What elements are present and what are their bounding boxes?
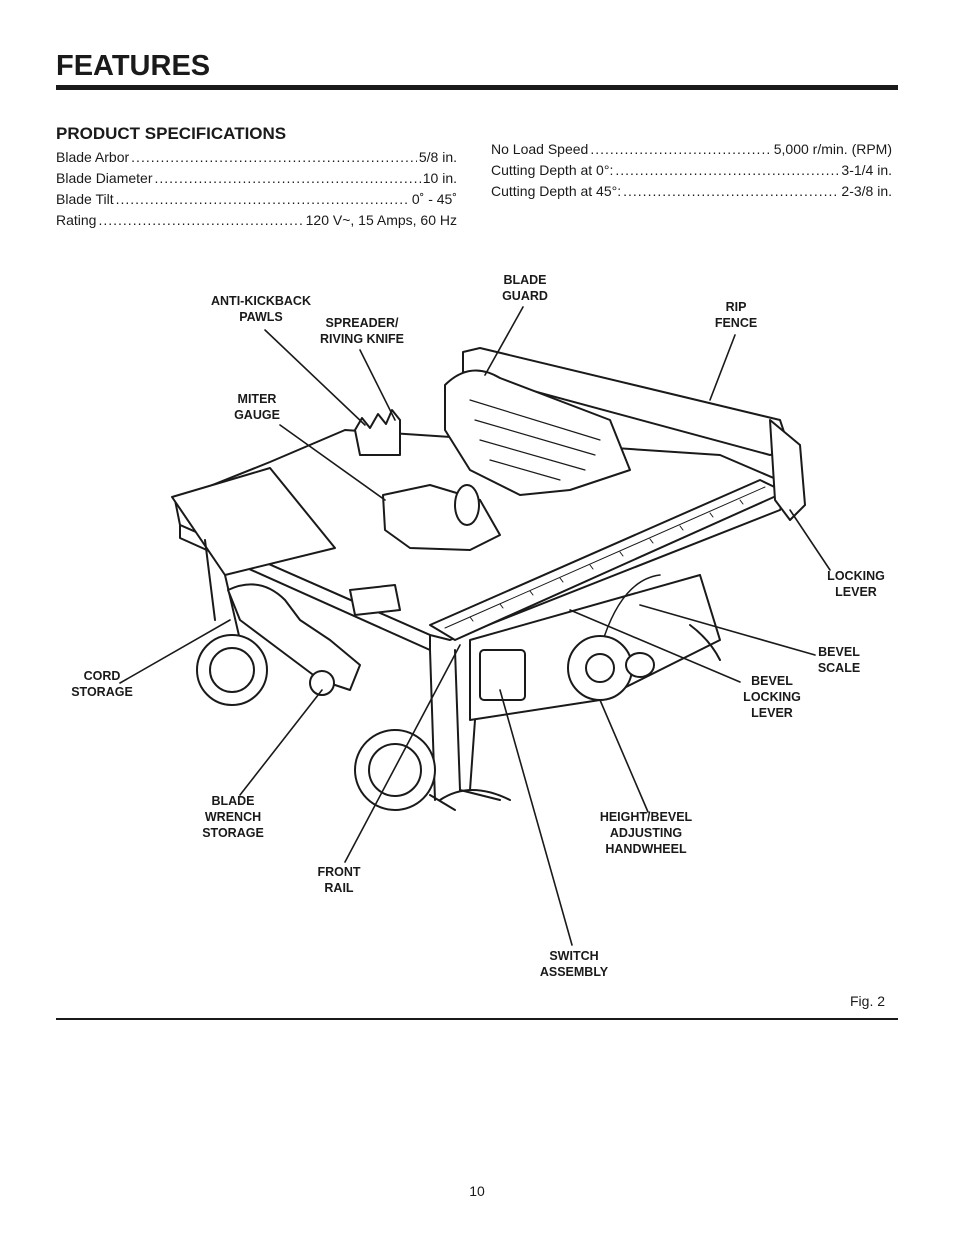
spec-row: Rating 120 V~, 15 Amps, 60 Hz [56,212,457,233]
callout-spreader-riving-knife: SPREADER/ RIVING KNIFE [319,316,405,346]
leader-locking-lever [789,509,831,571]
spec-value: 10 in. [422,170,457,186]
spec-label: No Load Speed [491,141,589,157]
callout-switch-assembly: SWITCH ASSEMBLY [539,949,609,979]
leader-miter-gauge [279,424,386,501]
callout-front-rail: FRONT RAIL [317,865,361,895]
leader-dots [116,191,410,207]
front-rail-scale [444,486,766,629]
rip-fence-clamp [769,419,806,521]
leader-blade-wrench [239,689,323,796]
handwheel [567,635,633,701]
bottom-rule [56,1018,898,1020]
specs-heading: PRODUCT SPECIFICATIONS [56,124,287,143]
leader-bevel-scale [639,604,816,656]
spec-value: 120 V~, 15 Amps, 60 Hz [305,212,457,228]
leader-dots [98,212,303,228]
figure-label: Fig. 2 [850,993,886,1009]
leader-height-bevel [599,699,649,813]
callout-locking-lever: LOCKING LEVER [827,569,885,599]
specs-left: Blade Arbor5/8 in. Blade Diameter10 in. … [56,149,457,233]
leader-front-rail [344,644,461,863]
callout-cord-storage: CORD STORAGE [71,669,133,699]
spec-row: Blade Diameter 10 in. [56,170,457,191]
left-wheel [196,634,268,706]
saw-blade [354,409,401,456]
title-rule [56,85,898,90]
leader-blade-guard [484,306,524,376]
callout-blade-guard: BLADE GUARD [502,273,548,303]
callout-bevel-locking-lever: BEVEL LOCKING LEVER [743,674,801,720]
specs-right: No Load Speed 5,000 r/min. (RPM) Cutting … [491,141,892,204]
page-number: 10 [469,1183,485,1199]
callout-height-bevel-handwheel: HEIGHT/BEVEL ADJUSTING HANDWHEEL [599,810,693,856]
leader-dots [623,183,839,199]
leader-rip-fence [709,334,736,401]
callout-rip-fence: RIP FENCE [714,300,758,330]
spec-value: 0˚ - 45˚ [411,191,457,207]
leader-bevel-locking [569,609,741,683]
spec-value: 2-3/8 in. [841,183,892,199]
spec-label: Cutting Depth at 0°: [491,162,614,178]
spec-value: 5/8 in. [418,149,457,165]
callout-blade-wrench-storage: BLADE WRENCH STORAGE [202,794,264,840]
spec-label: Cutting Depth at 45°: [491,183,622,199]
callout-bevel-scale: BEVEL SCALE [817,645,861,675]
rail-ticks [469,499,744,622]
leader-dots [131,149,417,165]
leader-dots [615,162,839,178]
leader-anti-kickback [264,329,366,426]
front-wheel [354,729,436,811]
spec-row: Blade Arbor 5/8 in. [56,149,457,170]
spec-row: No Load Speed 5,000 r/min. (RPM) [491,141,892,162]
saw-feet [439,624,721,801]
spec-label: Blade Diameter [56,170,153,186]
leader-dots [155,170,421,186]
leader-dots [590,141,771,157]
spec-value: 3-1/4 in. [841,162,892,178]
spec-row: Cutting Depth at 45°: 2-3/8 in. [491,183,892,204]
spec-row: Cutting Depth at 0°: 3-1/4 in. [491,162,892,183]
leader-spreader [359,349,396,421]
switch-box [479,649,526,701]
page-title: FEATURES [56,50,211,82]
bevel-locking-knob [625,652,655,678]
spec-label: Rating [56,212,97,228]
spec-label: Blade Arbor [56,149,130,165]
spec-value: 5,000 r/min. (RPM) [773,141,892,157]
spec-label: Blade Tilt [56,191,114,207]
blade-guard-shape [444,369,631,496]
callout-anti-kickback-pawls: ANTI-KICKBACK PAWLS [211,294,311,324]
spec-row: Blade Tilt 0˚ - 45˚ [56,191,457,212]
leader-lines [119,306,831,946]
leader-cord-storage [119,619,231,684]
table-saw-illustration [119,306,831,946]
blade-wrench-knob [309,670,335,696]
left-extension [171,467,336,576]
leader-switch [499,689,573,946]
callout-miter-gauge: MITER GAUGE [234,392,280,422]
